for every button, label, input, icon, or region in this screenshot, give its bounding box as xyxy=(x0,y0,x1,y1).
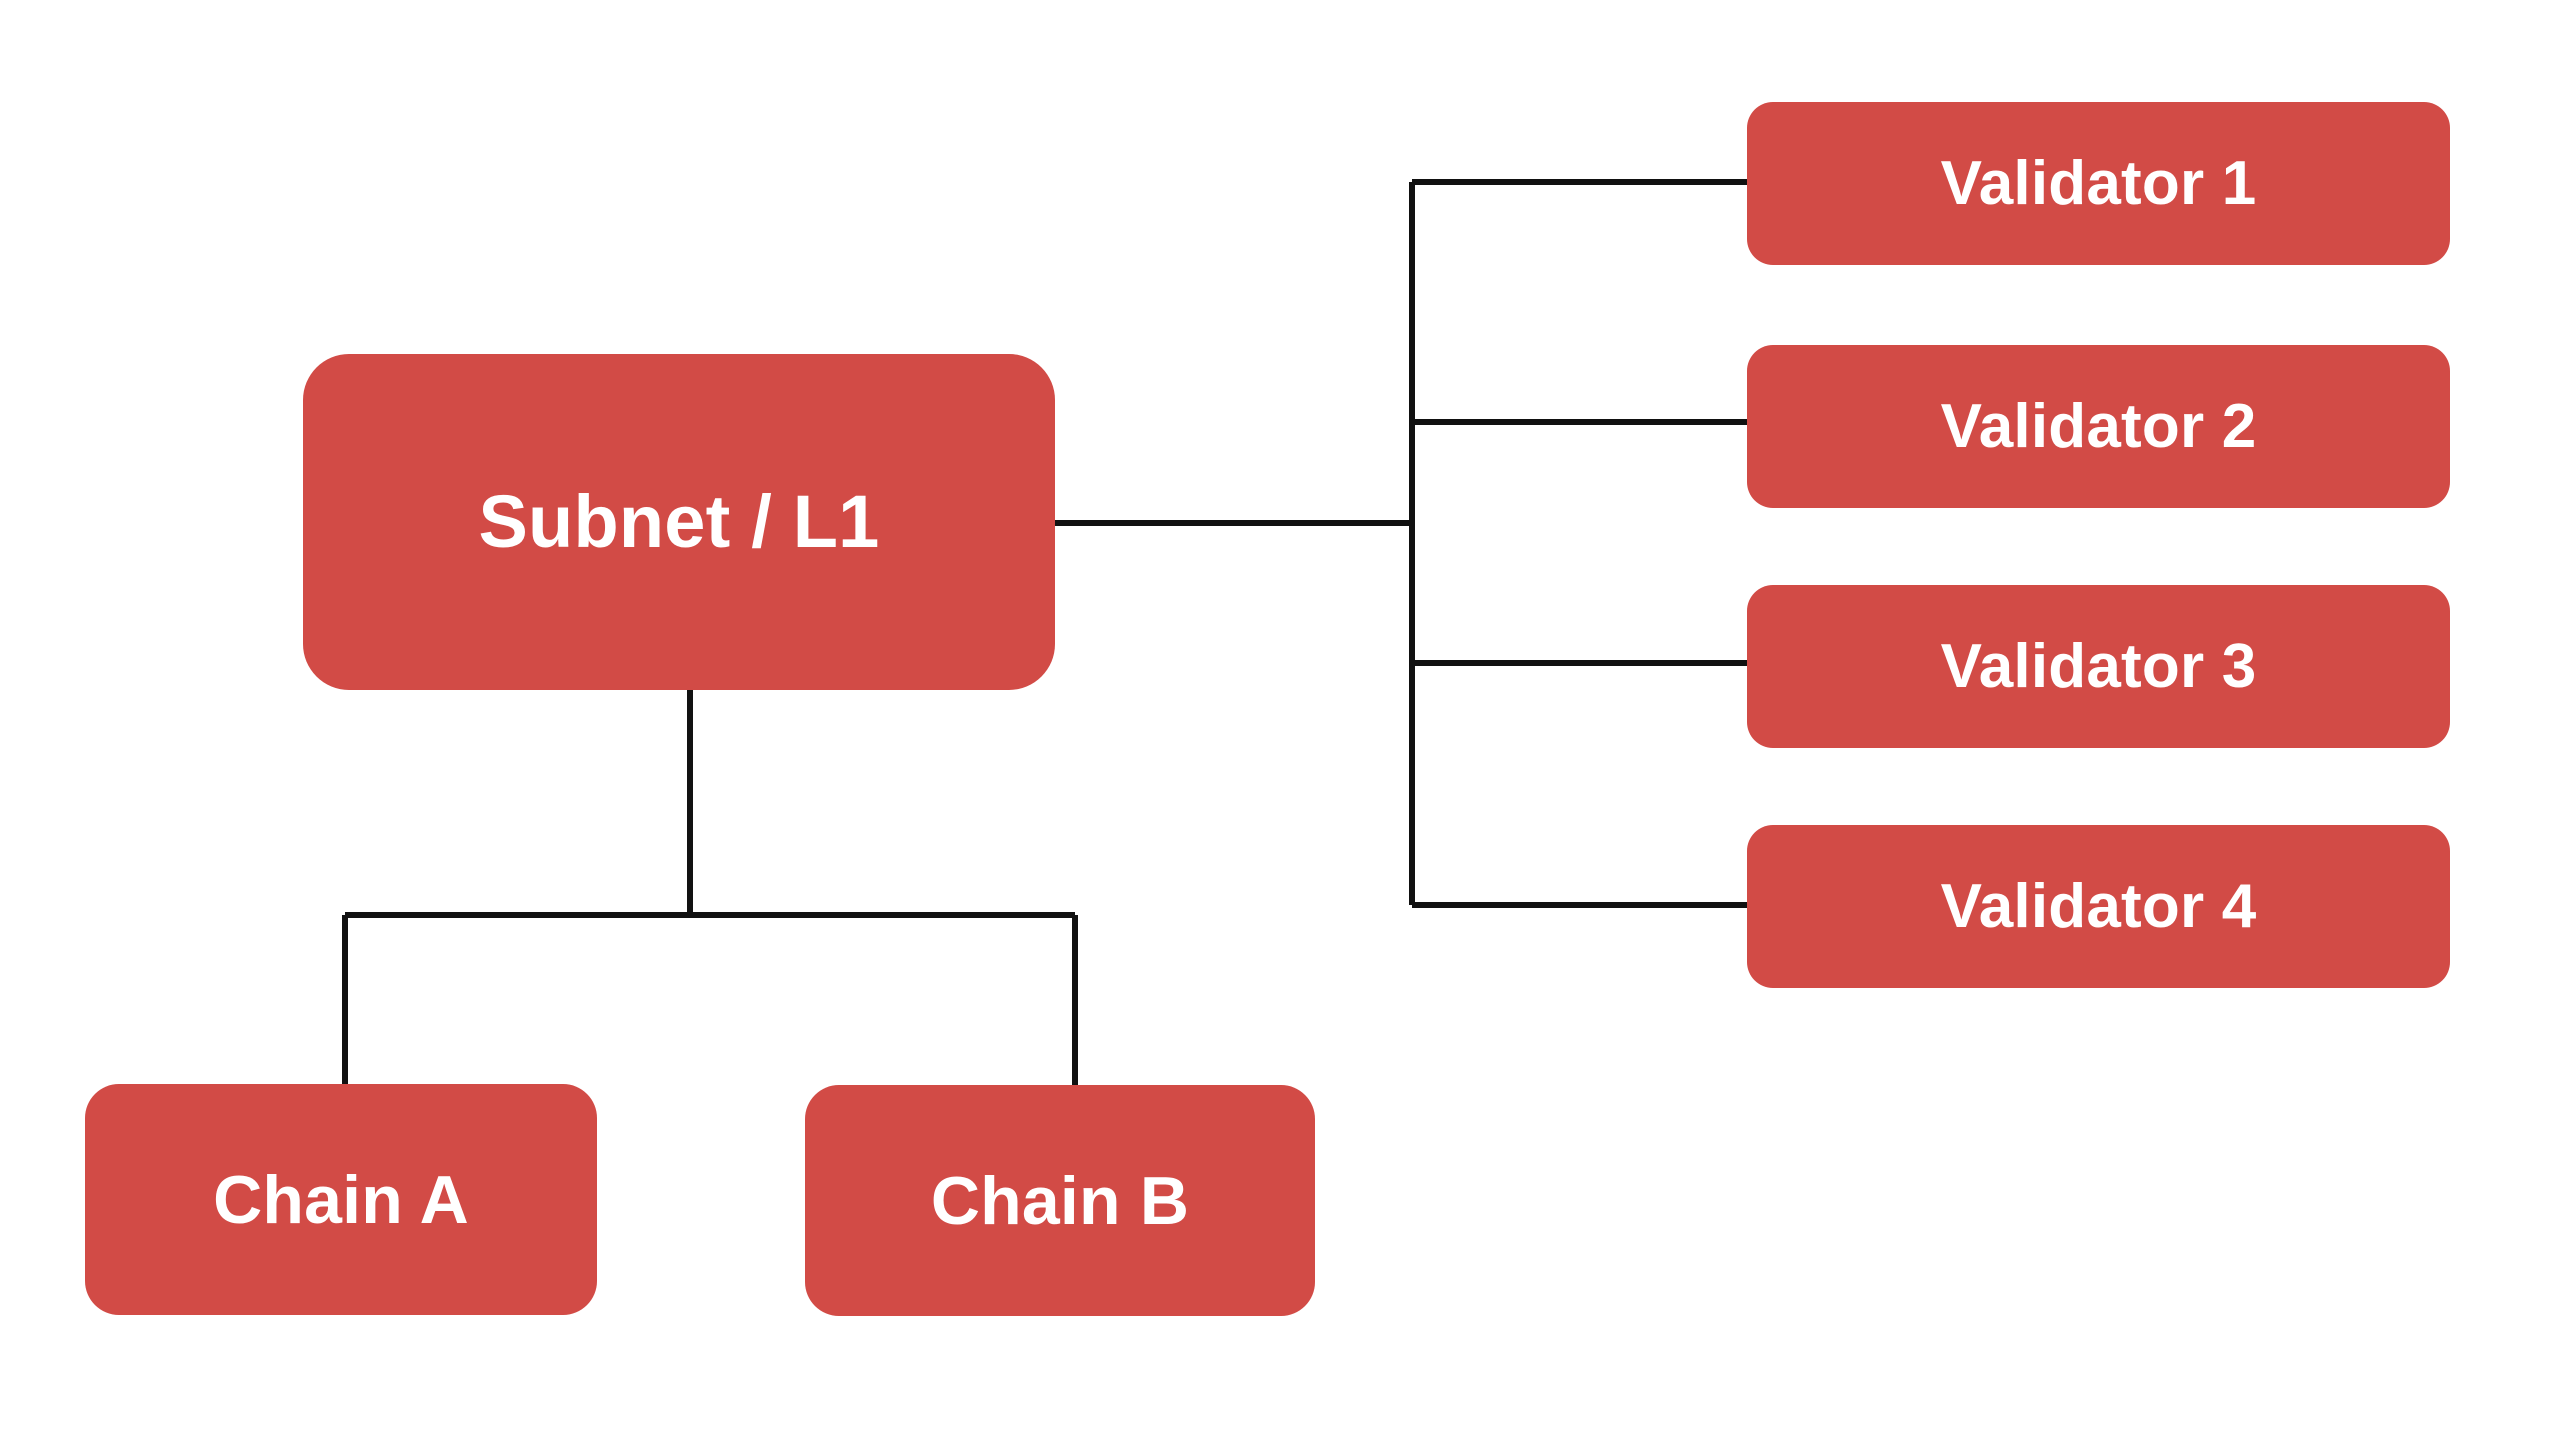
node-validator-1-label: Validator 1 xyxy=(1940,148,2257,218)
node-validator-4-label: Validator 4 xyxy=(1940,871,2257,941)
node-validator-3-label: Validator 3 xyxy=(1940,631,2257,701)
node-validator-3[interactable]: Validator 3 xyxy=(1747,585,2450,748)
node-chain-b[interactable]: Chain B xyxy=(805,1085,1315,1316)
node-chain-b-label: Chain B xyxy=(930,1162,1190,1239)
node-validator-4[interactable]: Validator 4 xyxy=(1747,825,2450,988)
node-chain-a[interactable]: Chain A xyxy=(85,1084,597,1315)
node-validator-2-label: Validator 2 xyxy=(1940,391,2257,461)
node-validator-2[interactable]: Validator 2 xyxy=(1747,345,2450,508)
node-chain-a-label: Chain A xyxy=(213,1161,469,1238)
node-validator-1[interactable]: Validator 1 xyxy=(1747,102,2450,265)
node-subnet-l1[interactable]: Subnet / L1 xyxy=(303,354,1055,690)
node-subnet-l1-label: Subnet / L1 xyxy=(478,480,880,563)
